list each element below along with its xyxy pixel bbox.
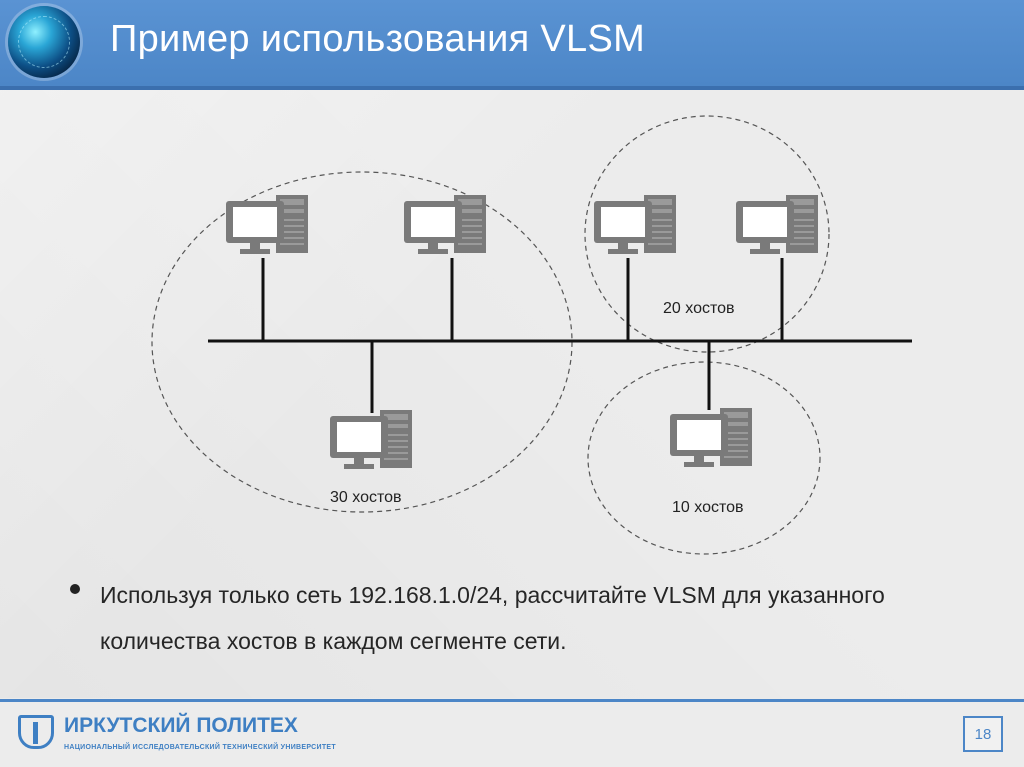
computer-icon [594, 195, 676, 254]
segment-20-boundary [584, 115, 830, 353]
segment-label-10: 10 хостов [672, 499, 744, 516]
slide-background [0, 86, 1024, 698]
footer-brand-subtitle: НАЦИОНАЛЬНЫЙ ИССЛЕДОВАТЕЛЬСКИЙ ТЕХНИЧЕСК… [64, 744, 336, 751]
bullet-text: Используя только сеть 192.168.1.0/24, ра… [100, 582, 885, 654]
footer: ИРКУТСКИЙ ПОЛИТЕХ НАЦИОНАЛЬНЫЙ ИССЛЕДОВА… [0, 702, 1024, 767]
segment-10-boundary [587, 361, 821, 555]
header-bar: Пример использования VLSM [0, 0, 1024, 86]
bullet-dot-icon [70, 584, 80, 594]
footer-divider [0, 699, 1024, 702]
slide-title: Пример использования VLSM [110, 18, 646, 60]
computer-icon [330, 410, 412, 469]
computer-icon [736, 195, 818, 254]
segment-label-30: 30 хостов [330, 489, 402, 506]
page-number: 18 [963, 716, 1003, 752]
globe-logo-icon [8, 6, 80, 78]
footer-brand: ИРКУТСКИЙ ПОЛИТЕХ [64, 714, 298, 737]
computer-icon [404, 195, 486, 254]
header-divider [0, 86, 1024, 90]
computer-icon [226, 195, 308, 254]
segment-label-20: 20 хостов [663, 300, 735, 317]
university-shield-icon [18, 715, 54, 749]
computer-icon [670, 408, 752, 467]
